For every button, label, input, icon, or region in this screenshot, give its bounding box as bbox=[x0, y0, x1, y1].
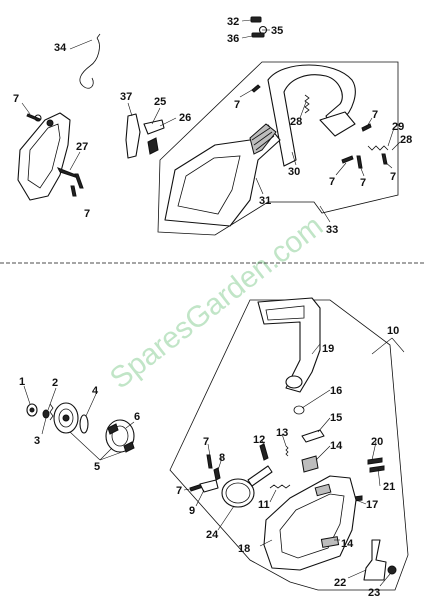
label-26: 26 bbox=[179, 112, 191, 124]
label-7: 7 bbox=[203, 436, 209, 448]
label-21: 21 bbox=[383, 481, 395, 493]
label-30: 30 bbox=[288, 166, 300, 178]
front-guard-part bbox=[17, 112, 80, 201]
label-29: 29 bbox=[392, 121, 404, 133]
label-16: 16 bbox=[330, 385, 342, 397]
leader-10b bbox=[391, 337, 405, 353]
label-22: 22 bbox=[334, 577, 346, 589]
leader-10a bbox=[371, 337, 393, 355]
label-35: 35 bbox=[271, 25, 283, 37]
leader-lines-top bbox=[21, 19, 401, 223]
part-number-labels: 32 35 36 34 7 37 25 26 7 27 7 28 7 29 28… bbox=[13, 16, 412, 599]
label-17: 17 bbox=[366, 499, 378, 511]
housing-31 bbox=[164, 123, 281, 227]
label-5: 5 bbox=[94, 461, 100, 473]
label-7: 7 bbox=[372, 109, 378, 121]
spring-28-right bbox=[367, 145, 389, 151]
wire-spring-34 bbox=[79, 37, 100, 89]
label-18: 18 bbox=[238, 543, 250, 555]
spring-28-upper bbox=[304, 94, 310, 114]
label-8: 8 bbox=[219, 452, 225, 464]
side-cover-18 bbox=[263, 475, 357, 571]
lever-parts-37-25-26 bbox=[125, 113, 165, 159]
label-28: 28 bbox=[290, 116, 302, 128]
label-11: 11 bbox=[258, 499, 270, 511]
label-12: 12 bbox=[253, 434, 265, 446]
label-7: 7 bbox=[176, 485, 182, 497]
handle-frame-30 bbox=[267, 64, 356, 167]
label-9: 9 bbox=[189, 505, 195, 517]
label-33: 33 bbox=[326, 224, 338, 236]
label-7: 7 bbox=[329, 176, 335, 188]
label-19: 19 bbox=[322, 343, 334, 355]
label-37: 37 bbox=[120, 91, 132, 103]
label-32: 32 bbox=[227, 16, 239, 28]
label-20: 20 bbox=[371, 436, 383, 448]
brake-band-24 bbox=[221, 465, 273, 508]
wire-spring-tail bbox=[96, 33, 101, 39]
brake-handle-19 bbox=[257, 297, 321, 393]
label-31: 31 bbox=[259, 195, 271, 207]
label-1: 1 bbox=[19, 376, 25, 388]
label-7: 7 bbox=[13, 93, 19, 105]
clutch-parts bbox=[26, 402, 135, 453]
label-15: 15 bbox=[330, 412, 342, 424]
label-24: 24 bbox=[206, 529, 219, 541]
label-10: 10 bbox=[387, 325, 399, 337]
label-3: 3 bbox=[34, 435, 40, 447]
label-7: 7 bbox=[234, 99, 240, 111]
label-27: 27 bbox=[76, 141, 88, 153]
bar-plate-22-nut-23 bbox=[363, 539, 397, 581]
label-6: 6 bbox=[134, 411, 140, 423]
label-13: 13 bbox=[276, 427, 288, 439]
label-4: 4 bbox=[92, 385, 99, 397]
label-7: 7 bbox=[360, 177, 366, 189]
label-7: 7 bbox=[390, 171, 396, 183]
screw-parts-32-35-36 bbox=[250, 16, 268, 38]
label-14: 14 bbox=[330, 440, 343, 452]
label-23: 23 bbox=[368, 587, 380, 599]
handle-assembly-outline bbox=[157, 61, 399, 236]
brake-assembly-outline bbox=[169, 299, 409, 591]
leader-lines-bottom bbox=[23, 343, 391, 587]
label-2: 2 bbox=[52, 377, 58, 389]
label-7: 7 bbox=[84, 208, 90, 220]
label-25: 25 bbox=[154, 96, 166, 108]
label-36: 36 bbox=[227, 33, 239, 45]
label-34: 34 bbox=[54, 42, 67, 54]
label-28: 28 bbox=[400, 134, 412, 146]
label-14: 14 bbox=[341, 538, 354, 550]
